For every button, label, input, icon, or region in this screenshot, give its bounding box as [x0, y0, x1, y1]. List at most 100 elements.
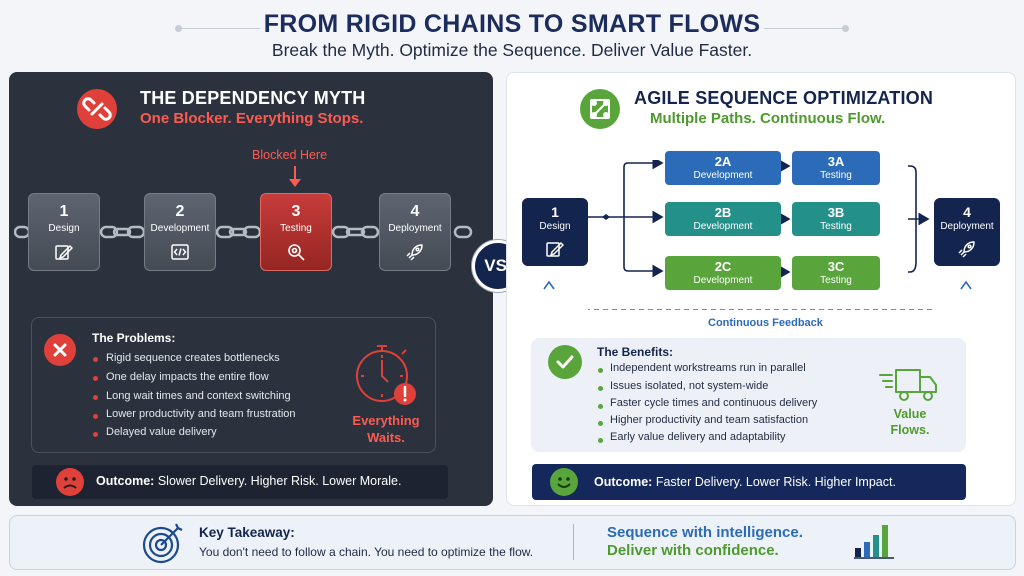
step-number: 2 — [175, 203, 185, 220]
benefits-title: The Benefits: — [597, 345, 674, 359]
value-line2: Flows. — [890, 423, 930, 437]
flow-step-deployment: 4 Deployment — [934, 198, 1000, 266]
benefit-item: Independent workstreams run in parallel — [610, 362, 806, 374]
outcome-negative: Outcome: Slower Delivery. Higher Risk. L… — [96, 474, 401, 488]
step-label: Testing — [820, 221, 852, 232]
step-label: Deployment — [940, 221, 994, 232]
header-rule-left — [180, 28, 260, 29]
problem-item: Rigid sequence creates bottlenecks — [106, 352, 280, 364]
feedback-label: Continuous Feedback — [708, 317, 823, 329]
step-number: 2B — [714, 205, 732, 220]
outcome-bar-negative — [32, 465, 448, 499]
outcome-label: Outcome: — [594, 475, 653, 489]
outcome-label: Outcome: — [96, 474, 155, 488]
agile-subtitle: Multiple Paths. Continuous Flow. — [650, 110, 886, 127]
pencil-icon — [546, 241, 564, 257]
benefits-box — [531, 338, 966, 452]
tagline-1: Sequence with intelligence. — [607, 524, 803, 541]
step-number: 3A — [827, 154, 845, 169]
bullet — [93, 395, 98, 400]
bullet — [93, 357, 98, 362]
bullet — [598, 386, 603, 391]
step-label: Design — [48, 223, 80, 234]
bullet — [93, 414, 98, 419]
step-label: Design — [539, 221, 571, 232]
x-circle-icon — [44, 334, 76, 366]
magnifier-bug-icon — [288, 244, 305, 261]
outcome-text: Faster Delivery. Lower Risk. Higher Impa… — [655, 475, 896, 489]
step-label: Development — [693, 170, 753, 181]
check-circle-icon — [548, 345, 582, 379]
header-rule-right — [764, 28, 844, 29]
rocket-icon — [958, 241, 975, 258]
bullet — [93, 376, 98, 381]
step-development: 2 Development — [144, 193, 216, 271]
step-deployment: 4 Deployment — [379, 193, 451, 271]
bullet — [598, 404, 603, 409]
problems-box — [31, 317, 436, 453]
step-number: 1 — [551, 204, 559, 220]
sad-face-icon — [56, 468, 84, 496]
step-number: 4 — [410, 203, 420, 220]
target-icon — [140, 520, 186, 571]
flow-step-3b: 3B Testing — [792, 202, 880, 236]
stopwatch-warning-icon — [350, 342, 418, 413]
outcome-bar-positive — [532, 464, 966, 500]
delivery-truck-icon — [878, 365, 940, 410]
happy-face-icon — [550, 468, 578, 496]
bullet — [93, 432, 98, 437]
page-subtitle: Break the Myth. Optimize the Sequence. D… — [271, 40, 753, 60]
flow-step-2b: 2B Development — [665, 202, 781, 236]
rocket-icon — [406, 244, 423, 261]
waits-line1: Everything — [352, 413, 420, 428]
step-number: 3C — [827, 259, 845, 274]
page-title: FROM RIGID CHAINS TO SMART FLOWS — [263, 10, 761, 38]
step-testing-blocked: 3 Testing — [260, 193, 332, 271]
broken-chain-icon — [77, 89, 117, 129]
bullet — [598, 368, 603, 373]
flow-step-2a: 2A Development — [665, 151, 781, 185]
pencil-icon — [55, 244, 73, 260]
takeaway-title: Key Takeaway: — [199, 525, 295, 540]
step-number: 2A — [714, 154, 732, 169]
step-label: Development — [693, 221, 753, 232]
feedback-arrow-up-icon — [543, 280, 555, 290]
step-label: Development — [693, 275, 753, 286]
value-line1: Value — [893, 407, 927, 421]
benefit-item: Higher productivity and team satisfactio… — [610, 414, 809, 426]
flow-step-3a: 3A Testing — [792, 151, 880, 185]
step-label: Testing — [280, 223, 312, 234]
problem-item: Lower productivity and team frustration — [106, 408, 296, 420]
network-nodes-icon — [580, 89, 620, 129]
bullet — [598, 421, 603, 426]
benefit-item: Issues isolated, not system-wide — [610, 380, 769, 392]
header: FROM RIGID CHAINS TO SMART FLOWS Break t… — [0, 0, 1024, 66]
benefit-item: Early value delivery and adaptability — [610, 431, 786, 443]
down-arrow-icon — [288, 166, 302, 193]
problem-item: One delay impacts the entire flow — [106, 371, 269, 383]
problem-item: Delayed value delivery — [106, 426, 217, 438]
dependency-myth-panel — [9, 72, 493, 506]
step-number: 1 — [59, 203, 69, 220]
step-number: 3 — [291, 203, 301, 220]
outcome-text: Slower Delivery. Higher Risk. Lower Mora… — [157, 474, 402, 488]
waits-line2: Waits. — [367, 430, 405, 445]
step-number: 2C — [714, 259, 732, 274]
step-label: Testing — [820, 170, 852, 181]
step-label: Testing — [820, 275, 852, 286]
tagline-2: Deliver with confidence. — [607, 542, 779, 559]
growth-bars-icon — [853, 520, 895, 565]
agile-title: AGILE SEQUENCE OPTIMIZATION — [634, 88, 934, 108]
flow-step-3c: 3C Testing — [792, 256, 880, 290]
flow-step-design: 1 Design — [522, 198, 588, 266]
myth-title: THE DEPENDENCY MYTH — [140, 88, 366, 108]
step-label: Development — [150, 223, 210, 234]
divider — [573, 524, 574, 560]
takeaway-text: You don't need to follow a chain. You ne… — [199, 545, 534, 559]
header-dot-right — [842, 25, 849, 32]
flow-step-2c: 2C Development — [665, 256, 781, 290]
chain-link-icon — [100, 225, 146, 239]
benefit-item: Faster cycle times and continuous delive… — [610, 397, 818, 409]
problems-title: The Problems: — [92, 331, 176, 345]
chain-link-icon — [453, 225, 473, 239]
